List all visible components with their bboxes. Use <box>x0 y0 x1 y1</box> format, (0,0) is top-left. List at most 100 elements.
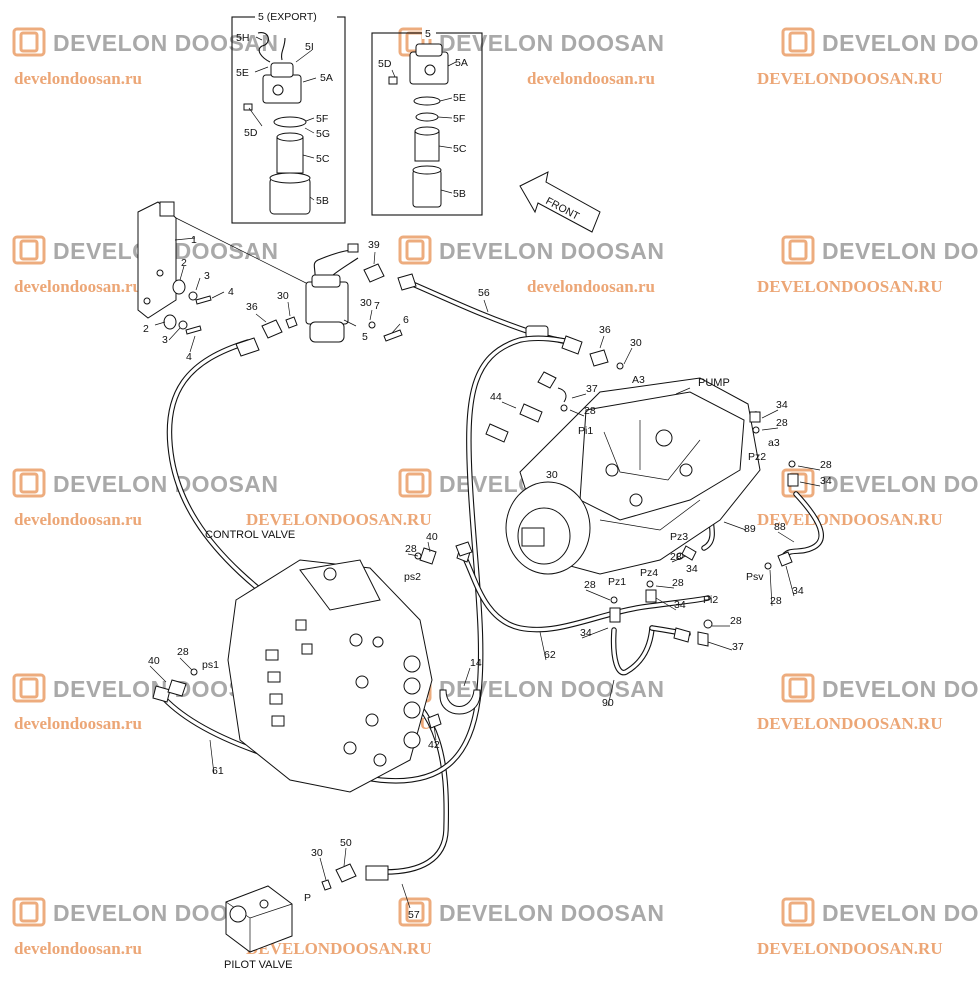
svg-text:develondoosan.ru: develondoosan.ru <box>527 69 655 88</box>
svg-text:7: 7 <box>374 300 380 312</box>
svg-text:develondoosan.ru: develondoosan.ru <box>14 510 142 529</box>
svg-text:DEVELONDOOSAN.RU: DEVELONDOOSAN.RU <box>757 939 943 958</box>
svg-text:40: 40 <box>426 531 438 543</box>
valve-spools <box>265 619 421 767</box>
hose-lines <box>152 273 824 881</box>
svg-text:30: 30 <box>630 337 642 349</box>
svg-text:develondoosan.ru: develondoosan.ru <box>527 277 655 296</box>
svg-text:14: 14 <box>470 657 482 669</box>
svg-text:28: 28 <box>177 646 189 658</box>
svg-text:1: 1 <box>191 234 197 246</box>
svg-text:37: 37 <box>732 641 744 653</box>
hose-clamp: 14 42 <box>427 657 482 751</box>
svg-text:62: 62 <box>544 649 556 661</box>
svg-text:3: 3 <box>204 270 210 282</box>
svg-text:PUMP: PUMP <box>698 377 730 389</box>
svg-text:DEVELON DOOSAN: DEVELON DOOSAN <box>822 900 980 926</box>
svg-text:88: 88 <box>774 521 786 533</box>
svg-text:DEVELON DOOSAN: DEVELON DOOSAN <box>439 900 665 926</box>
svg-text:develondoosan.ru: develondoosan.ru <box>14 277 142 296</box>
svg-text:DEVELON DOOSAN: DEVELON DOOSAN <box>439 238 665 264</box>
bracket-assembly: 1 2 3 4 2 3 4 <box>137 201 313 363</box>
svg-text:Pz4: Pz4 <box>640 567 658 579</box>
svg-text:Pi2: Pi2 <box>703 594 718 606</box>
control-valve: CONTROL VALVE <box>205 529 433 793</box>
svg-text:30: 30 <box>311 847 323 859</box>
port-labels: A3 Pi1 a3 Pz2 Pz3 Pz1 Pz4 Pi2 Psv ps2 ps… <box>202 374 780 671</box>
svg-text:5B: 5B <box>316 195 329 207</box>
svg-text:28: 28 <box>820 459 832 471</box>
svg-text:A3: A3 <box>632 374 645 386</box>
front-arrow: FRONT <box>519 171 601 233</box>
svg-text:DEVELON DOOSAN: DEVELON DOOSAN <box>53 471 279 497</box>
svg-text:4: 4 <box>186 351 192 363</box>
svg-text:4: 4 <box>228 286 234 298</box>
watermark-brand-text: DEVELON DOOSAN DEVELON DOOSAN DEVELON DO… <box>53 30 980 926</box>
svg-text:5D: 5D <box>378 58 392 70</box>
svg-text:56: 56 <box>478 287 490 299</box>
svg-text:5C: 5C <box>453 143 467 155</box>
svg-text:5A: 5A <box>455 57 468 69</box>
svg-text:5A: 5A <box>320 72 333 84</box>
svg-text:28: 28 <box>584 579 596 591</box>
watermark-url-text: develondoosan.ru develondoosan.ru DEVELO… <box>14 69 943 958</box>
svg-text:DEVELON DOOSAN: DEVELON DOOSAN <box>822 30 980 56</box>
svg-text:34: 34 <box>686 563 698 575</box>
svg-text:DEVELONDOOSAN.RU: DEVELONDOOSAN.RU <box>757 714 943 733</box>
svg-text:5F: 5F <box>316 113 328 125</box>
svg-text:DEVELON DOOSAN: DEVELON DOOSAN <box>53 30 279 56</box>
svg-text:5G: 5G <box>316 128 330 140</box>
svg-text:5F: 5F <box>453 113 465 125</box>
svg-text:36: 36 <box>599 324 611 336</box>
svg-text:34: 34 <box>674 599 686 611</box>
svg-text:5E: 5E <box>236 67 249 79</box>
svg-text:CONTROL VALVE: CONTROL VALVE <box>205 529 295 541</box>
svg-text:2: 2 <box>181 257 187 269</box>
svg-text:28: 28 <box>670 551 682 563</box>
pump-fittings <box>167 349 799 697</box>
svg-text:5E: 5E <box>453 92 466 104</box>
inset-standard: 5 5D 5A 5E 5F 5C 5B <box>371 26 483 216</box>
svg-text:5 (EXPORT): 5 (EXPORT) <box>258 11 317 23</box>
watermark-layer: DEVELON DOOSAN DEVELON DOOSAN DEVELON DO… <box>12 27 980 958</box>
svg-text:5: 5 <box>362 331 368 343</box>
svg-text:develondoosan.ru: develondoosan.ru <box>14 714 142 733</box>
svg-text:5D: 5D <box>244 127 258 139</box>
svg-text:30: 30 <box>277 290 289 302</box>
svg-text:Pz3: Pz3 <box>670 531 688 543</box>
svg-text:5I: 5I <box>305 41 314 53</box>
svg-text:28: 28 <box>770 595 782 607</box>
svg-text:ps1: ps1 <box>202 659 219 671</box>
svg-text:37: 37 <box>586 383 598 395</box>
svg-text:34: 34 <box>776 399 788 411</box>
svg-text:2: 2 <box>143 323 149 335</box>
svg-text:61: 61 <box>212 765 224 777</box>
inset-export: 5 (EXPORT) 5H 5I 5E 5A 5D 5F 5G 5C 5B <box>231 10 346 224</box>
main-pump: PUMP <box>505 377 761 575</box>
svg-text:5: 5 <box>425 28 431 40</box>
svg-text:P: P <box>304 892 311 904</box>
svg-text:DEVELONDOOSAN.RU: DEVELONDOOSAN.RU <box>757 69 943 88</box>
svg-text:5B: 5B <box>453 188 466 200</box>
svg-text:34: 34 <box>792 585 804 597</box>
svg-text:Pi1: Pi1 <box>578 425 593 437</box>
pilot-filter: 5 7 6 30 30 36 39 <box>246 239 409 343</box>
svg-text:ps2: ps2 <box>404 571 421 583</box>
svg-text:Psv: Psv <box>746 571 764 583</box>
svg-text:DEVELONDOOSAN.RU: DEVELONDOOSAN.RU <box>757 277 943 296</box>
svg-text:PILOT VALVE: PILOT VALVE <box>224 959 292 971</box>
svg-text:Pz1: Pz1 <box>608 576 626 588</box>
svg-text:34: 34 <box>580 627 592 639</box>
pilot-valve: PILOT VALVE P 30 50 57 <box>224 837 420 971</box>
svg-text:28: 28 <box>584 405 596 417</box>
svg-text:36: 36 <box>246 301 258 313</box>
svg-text:34: 34 <box>820 475 832 487</box>
svg-text:6: 6 <box>403 314 409 326</box>
svg-text:89: 89 <box>744 523 756 535</box>
svg-text:28: 28 <box>776 417 788 429</box>
part-callouts: 56 36 30 37 28 44 30 34 28 28 34 89 88 2… <box>148 287 832 777</box>
svg-text:50: 50 <box>340 837 352 849</box>
svg-text:42: 42 <box>428 739 440 751</box>
svg-text:Pz2: Pz2 <box>748 451 766 463</box>
